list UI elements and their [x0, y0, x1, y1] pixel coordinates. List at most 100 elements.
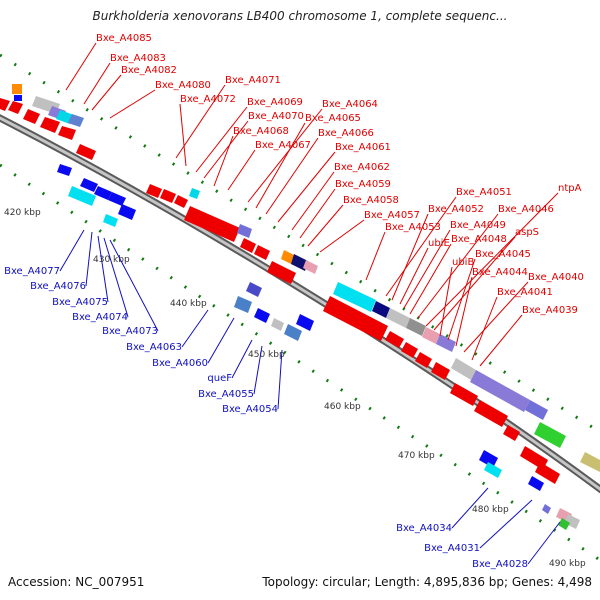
gene-label[interactable]: Bxe_A4083	[110, 53, 166, 64]
gene-label[interactable]: Bxe_A4057	[364, 210, 420, 221]
gene-label[interactable]: Bxe_A4059	[335, 179, 391, 190]
callout-line	[181, 309, 209, 348]
callout-line	[385, 196, 457, 297]
gene-label[interactable]: Bxe_A4068	[233, 126, 289, 137]
forward-gene-block	[323, 296, 388, 341]
reverse-gene-arrow	[558, 518, 570, 530]
ruler-label: 490 kbp	[549, 559, 586, 569]
callout-line	[65, 42, 97, 91]
gene-label[interactable]: Bxe_A4051	[456, 187, 512, 198]
forward-gene-arrow	[385, 331, 404, 348]
gene-label[interactable]: Bxe_A4070	[248, 111, 304, 122]
feature-block	[237, 224, 252, 238]
gene-label[interactable]: aspS	[515, 227, 539, 238]
callout-line	[455, 276, 473, 347]
gene-label[interactable]: Bxe_A4040	[528, 272, 584, 283]
gene-label[interactable]: Bxe_A4069	[247, 97, 303, 108]
gene-label[interactable]: Bxe_A4052	[428, 204, 484, 215]
reverse-gene-block	[484, 462, 502, 478]
callout-line	[207, 317, 235, 364]
reverse-gene-arrow	[118, 204, 136, 220]
ruler-label: 480 kbp	[472, 505, 509, 515]
feature-block	[14, 95, 22, 101]
callout-line	[277, 349, 283, 410]
gene-label[interactable]: Bxe_A4075	[52, 297, 108, 308]
gene-label[interactable]: Bxe_A4080	[155, 80, 211, 91]
feature-block	[406, 318, 426, 336]
callout-line	[83, 62, 111, 105]
gene-label[interactable]: ntpA	[558, 183, 582, 194]
gene-label[interactable]: Bxe_A4082	[121, 65, 177, 76]
gene-label[interactable]: Bxe_A4060	[152, 358, 208, 369]
gene-label[interactable]: Bxe_A4072	[180, 94, 236, 105]
gene-label[interactable]: Bxe_A4034	[396, 523, 452, 534]
gene-label[interactable]: Bxe_A4054	[222, 404, 278, 415]
callout-line	[253, 345, 263, 395]
gene-label[interactable]: Bxe_A4064	[322, 99, 378, 110]
gene-label[interactable]: ubiB	[452, 257, 474, 268]
callout-line	[527, 521, 561, 565]
gene-label[interactable]: Bxe_A4063	[126, 342, 182, 353]
feature-block	[422, 327, 440, 344]
forward-strand-genes	[0, 98, 560, 484]
gene-label[interactable]: Bxe_A4046	[498, 204, 554, 215]
callout-line	[179, 103, 187, 167]
gene-label[interactable]: Bxe_A4077	[4, 266, 60, 277]
feature-block	[333, 282, 376, 312]
chromosome-backbone	[0, 114, 600, 494]
callout-line	[471, 296, 498, 361]
forward-gene-arrow	[58, 126, 76, 140]
ruler-label: 470 kbp	[398, 451, 435, 461]
reverse-gene-block	[284, 324, 302, 341]
forward-gene-block	[474, 400, 508, 427]
gene-label[interactable]: Bxe_A4058	[343, 195, 399, 206]
gene-label[interactable]: Bxe_A4074	[72, 312, 128, 323]
gene-label[interactable]: ubiE	[428, 238, 450, 249]
callout-line	[425, 192, 559, 327]
callout-line	[247, 108, 323, 203]
reverse-gene-arrow	[108, 192, 126, 206]
callout-line	[97, 235, 109, 303]
gene-label[interactable]: Bxe_A4041	[497, 287, 553, 298]
gene-label[interactable]: Bxe_A4045	[475, 249, 531, 260]
gene-label[interactable]: Bxe_A4085	[96, 33, 152, 44]
callout-line	[307, 204, 344, 247]
callout-line	[439, 266, 453, 337]
gene-label[interactable]: Bxe_A4044	[472, 267, 528, 278]
callout-line	[451, 487, 489, 529]
reverse-gene-arrow	[57, 164, 72, 176]
gene-label[interactable]: Bxe_A4028	[472, 559, 528, 570]
gene-label[interactable]: Bxe_A4053	[385, 222, 441, 233]
gene-label[interactable]: queF	[207, 373, 232, 384]
callout-line	[227, 149, 256, 191]
gene-label[interactable]: Bxe_A4061	[335, 142, 391, 153]
callout-line	[91, 74, 122, 111]
callout-line	[299, 188, 336, 239]
gene-label[interactable]: Bxe_A4049	[450, 220, 506, 231]
gene-label[interactable]: Bxe_A4062	[334, 162, 390, 173]
gene-label[interactable]: Bxe_A4067	[255, 140, 311, 151]
gene-label[interactable]: Bxe_A4039	[522, 305, 578, 316]
forward-gene-block	[184, 206, 240, 242]
feature-block	[436, 334, 456, 352]
forward-gene-arrow	[240, 238, 256, 253]
reverse-gene-block	[68, 186, 96, 206]
callout-line	[409, 243, 452, 315]
forward-gene-block	[450, 383, 478, 406]
gene-label[interactable]: Bxe_A4066	[318, 128, 374, 139]
feature-block	[12, 84, 22, 94]
gene-label[interactable]: Bxe_A4076	[30, 281, 86, 292]
gene-label[interactable]: Bxe_A4055	[198, 389, 254, 400]
gene-label[interactable]: Bxe_A4073	[102, 326, 158, 337]
gene-label[interactable]: Bxe_A4031	[424, 543, 480, 554]
forward-gene-block	[76, 144, 96, 160]
map-title: Burkholderia xenovorans LB400 chromosome…	[92, 9, 508, 23]
feature-block	[580, 452, 600, 472]
gene-label[interactable]: Bxe_A4065	[305, 113, 361, 124]
ruler-label: 420 kbp	[4, 208, 41, 218]
reverse-gene-arrow	[254, 308, 270, 323]
gene-label[interactable]: Bxe_A4071	[225, 75, 281, 86]
callout-line	[213, 135, 234, 187]
feature-block	[386, 308, 410, 328]
callout-line	[255, 122, 306, 209]
